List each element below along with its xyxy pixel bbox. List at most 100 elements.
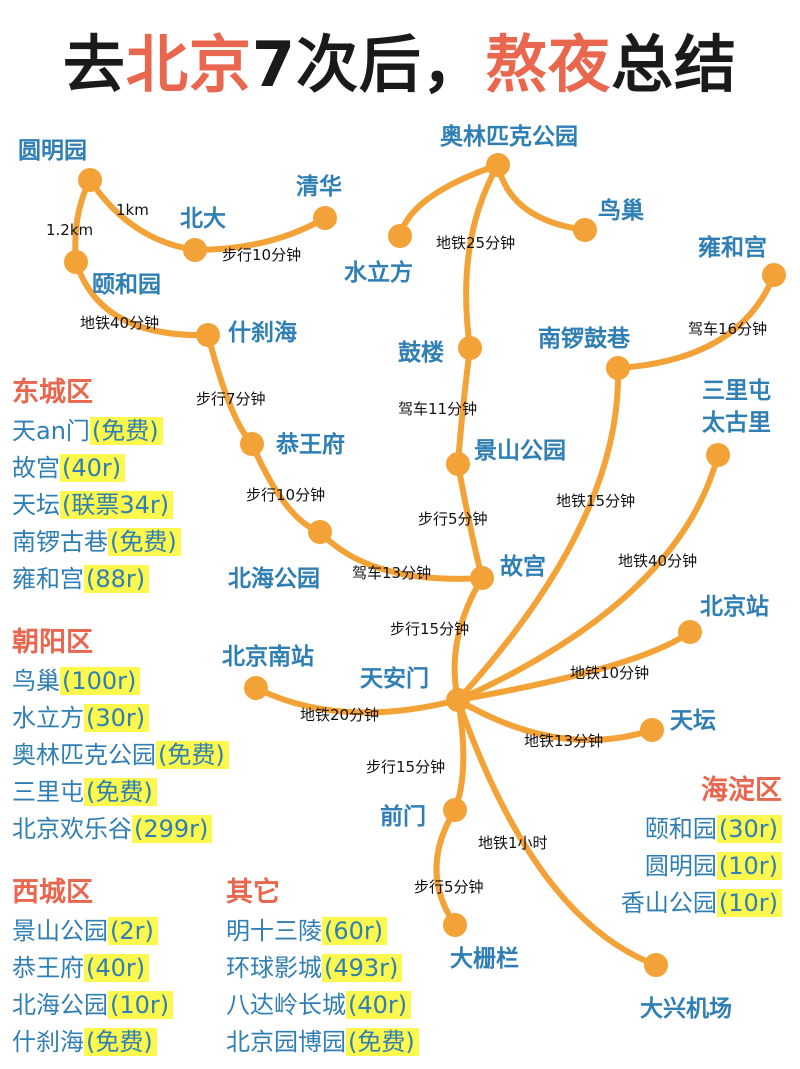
edge-label-6: 驾车16分钟: [688, 320, 767, 338]
label-yiheyuan: 颐和园: [92, 272, 161, 298]
edge-label-10: 地铁15分钟: [556, 492, 635, 510]
route-beida-qinghua: [192, 215, 328, 253]
dot-sanlitun: [706, 443, 730, 467]
list-item: 颐和园(30r): [621, 812, 782, 849]
list-item: 三里屯(免费): [12, 775, 229, 812]
dot-gugong: [470, 566, 494, 590]
label-olympic: 奥林匹克公园: [440, 123, 578, 150]
edge-label-8: 驾车11分钟: [398, 400, 477, 418]
route-yonghegong-nanluogu: [615, 272, 777, 371]
list-item: 故宫(40r): [12, 451, 181, 488]
dot-tiantan: [640, 718, 664, 742]
edge-label-4: 地铁40分钟: [80, 314, 159, 332]
legend-dongcheng-title: 东城区: [12, 377, 93, 408]
edge-label-1: 1km: [116, 201, 149, 219]
list-item: 奥林匹克公园(免费): [12, 738, 229, 775]
label-daxing: 大兴机场: [640, 996, 732, 1022]
label-sanlitun-2: 太古里: [702, 410, 771, 436]
dot-gongwangfu: [240, 432, 264, 456]
legend-chaoyang-title: 朝阳区: [12, 627, 93, 658]
list-item: 南锣古巷(免费): [12, 525, 181, 562]
route-yuanmingyuan-beida: [87, 177, 198, 253]
dot-nanluogu: [606, 356, 630, 380]
title-part-1: 去: [62, 28, 126, 101]
label-nanluogu: 南锣鼓巷: [538, 325, 631, 352]
dot-shichahai: [196, 323, 220, 347]
list-item: 什刹海(免费): [12, 1025, 173, 1062]
dot-yiheyuan: [64, 250, 88, 274]
edge-label-18: 步行15分钟: [366, 758, 445, 776]
route-yiheyuan-shichahai: [73, 259, 211, 339]
route-tiananmen-daxing: [455, 697, 659, 968]
dot-niaochao: [573, 218, 597, 242]
edge-label-14: 步行15分钟: [390, 620, 469, 638]
list-item: 明十三陵(60r): [226, 914, 419, 951]
label-gulou: 鼓楼: [398, 340, 444, 366]
dot-dashilan: [443, 913, 467, 937]
route-olympic-gulou: [463, 162, 501, 351]
list-item: 雍和宫(88r): [12, 562, 181, 599]
edge-label-17: 地铁13分钟: [524, 732, 603, 750]
label-qinghua: 清华: [296, 173, 342, 200]
label-qianmen: 前门: [380, 803, 426, 830]
edge-label-2: 1.2km: [46, 221, 93, 239]
legend-other-title: 其它: [226, 877, 280, 908]
label-shuilifang: 水立方: [344, 259, 413, 286]
label-gugong: 故宫: [500, 553, 546, 580]
edge-label-20: 步行5分钟: [414, 878, 484, 896]
dot-gulou: [458, 336, 482, 360]
list-item: 圆明园(10r): [621, 849, 782, 886]
dot-beihai: [308, 520, 332, 544]
title-part-5: 总结: [611, 28, 738, 101]
edge-label-16: 地铁20分钟: [300, 706, 379, 724]
label-dashilan: 大栅栏: [450, 946, 519, 972]
label-gongwangfu: 恭王府: [275, 431, 345, 458]
edge-label-5: 地铁25分钟: [436, 234, 515, 252]
legend-chaoyang: 朝阳区 鸟巢(100r) 水立方(30r) 奥林匹克公园(免费) 三里屯(免费)…: [12, 620, 229, 849]
list-item: 天an门(免费): [12, 414, 181, 451]
edge-label-15: 地铁10分钟: [570, 664, 649, 682]
dot-yonghegong: [762, 263, 786, 287]
title-part-3: 7次后，: [251, 28, 486, 101]
list-item: 天坛(联票34r): [12, 488, 181, 525]
list-item: 北京园博园(免费): [226, 1025, 419, 1062]
list-item: 北海公园(10r): [12, 988, 174, 1025]
title-part-2: 北京: [125, 28, 252, 101]
legend-haidian-title: 海淀区: [701, 775, 782, 806]
list-item: 香山公园(10r): [621, 886, 782, 923]
label-yonghegong: 雍和宫: [698, 234, 767, 261]
edge-label-13: 地铁40分钟: [618, 552, 697, 570]
legend-xicheng-title: 西城区: [12, 877, 93, 908]
label-beijingzhan: 北京站: [700, 593, 769, 620]
list-item: 环球影城(493r): [226, 951, 419, 988]
legend-xicheng: 西城区 景山公园(2r) 恭王府(40r) 北海公园(10r) 什刹海(免费): [12, 870, 174, 1062]
list-item: 恭王府(40r): [12, 951, 173, 988]
label-tiananmen: 天安门: [360, 665, 429, 692]
dot-beida: [183, 238, 207, 262]
label-jingshan: 景山公园: [474, 438, 566, 464]
route-nanluogu-tiananmen: [455, 365, 622, 703]
dot-yuanmingyuan: [78, 168, 102, 192]
title-part-4: 熬夜: [485, 28, 612, 101]
label-niaochao: 鸟巢: [598, 197, 644, 224]
label-nanzhan: 北京南站: [222, 643, 314, 670]
dot-qianmen: [443, 798, 467, 822]
edge-label-7: 步行7分钟: [196, 390, 266, 408]
dot-nanzhan: [244, 676, 268, 700]
edge-label-19: 地铁1小时: [478, 834, 548, 852]
route-gugong-tiananmen: [451, 575, 485, 703]
edge-label-11: 步行5分钟: [418, 510, 488, 528]
legend-haidian: 海淀区 颐和园(30r) 圆明园(10r) 香山公园(10r): [621, 768, 782, 923]
dot-jingshan: [446, 452, 470, 476]
dot-olympic: [486, 153, 510, 177]
list-item: 八达岭长城(40r): [226, 988, 419, 1025]
list-item: 水立方(30r): [12, 701, 229, 738]
label-beida: 北大: [180, 206, 226, 232]
route-qianmen-dashilan: [433, 807, 458, 928]
dot-qinghua: [313, 206, 337, 230]
label-yuanmingyuan: 圆明园: [18, 138, 87, 164]
route-beijingzhan-tiananmen: [455, 629, 693, 703]
route-olympic-niaochao: [495, 162, 588, 233]
page-title: 去北京7次后，熬夜总结: [0, 14, 800, 104]
route-sanlitun-tiananmen: [455, 452, 721, 703]
